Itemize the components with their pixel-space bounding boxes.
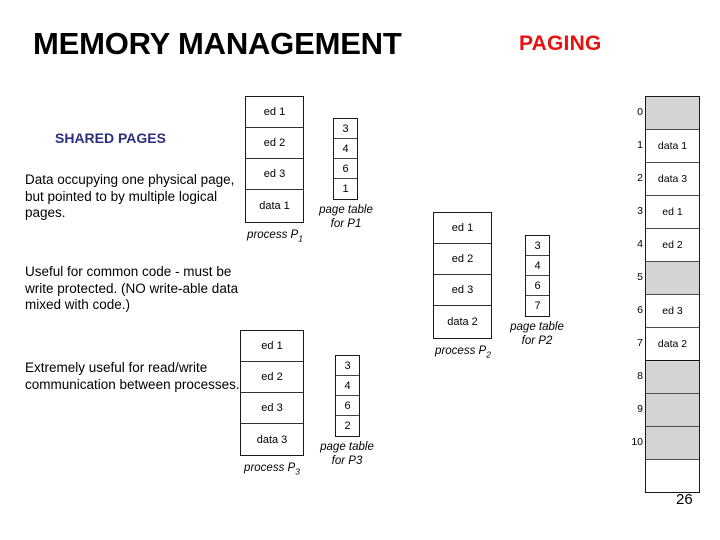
process-p3-page-0: ed 1 [241,331,303,362]
page-table-p2-caption-line2: for [521,335,536,347]
memory-index-2: 2 [637,172,643,184]
memory-index-8: 8 [637,370,643,382]
process-p1-page-3: data 1 [246,190,303,221]
memory-frame-1: data 1 [646,130,699,163]
process-p3-page-2: ed 3 [241,393,303,424]
page-table-p2-caption-line1: page table [510,321,564,333]
slide-page-number: 26 [676,491,693,508]
memory-frame-8 [646,361,699,394]
process-p2-page-3: data 2 [434,306,491,337]
memory-frame-2: data 3 [646,163,699,196]
page-table-p3: 3 4 6 2 [335,355,360,437]
page-subtitle: PAGING [519,32,602,55]
process-p3-pages: ed 1 ed 2 ed 3 data 3 [240,330,304,456]
notes-paragraph-1: Data occupying one physical page, but po… [25,172,235,220]
page-table-p3-caption-sub: 3 [355,455,363,467]
memory-index-5: 5 [637,271,643,283]
page-table-p3-entry-3: 2 [336,416,359,436]
memory-index-3: 3 [637,205,643,217]
page-table-p2-caption-sub: 2 [545,335,553,347]
page-table-p2-entry-3: 7 [526,296,549,316]
memory-index-6: 6 [637,304,643,316]
process-p3-caption-sub: 3 [295,466,300,477]
page-table-p3-entry-0: 3 [336,356,359,376]
memory-index-9: 9 [637,403,643,415]
page-title: MEMORY MANAGEMENT [33,26,402,61]
process-p2-page-1: ed 2 [434,244,491,275]
page-table-p1-caption: page table for P1 [310,203,382,231]
page-table-p3-caption-line1: page table [320,441,374,453]
page-table-p2-caption: page table for P2 [501,320,573,348]
process-p2-caption: process P2 [435,345,491,360]
process-p2-page-2: ed 3 [434,275,491,306]
notes-paragraph-2: Useful for common code - must be write p… [25,264,239,312]
memory-index-0: 0 [637,106,643,118]
process-p2-caption-text: process [435,345,476,357]
memory-index-1: 1 [637,139,643,151]
process-p1-page-1: ed 2 [246,128,303,159]
notes-paragraph-3: Extremely useful for read/write communic… [25,360,240,392]
page-table-p3-entry-2: 6 [336,396,359,416]
page-table-p2-entry-0: 3 [526,236,549,256]
process-p2-pages: ed 1 ed 2 ed 3 data 2 [433,212,492,339]
memory-frame-10 [646,427,699,460]
memory-frame-7: data 2 [646,328,699,361]
page-table-p2: 3 4 6 7 [525,235,550,317]
memory-frame-3: ed 1 [646,196,699,229]
process-p1-caption: process P1 [247,229,303,244]
process-p2-caption-sub: 2 [486,349,491,360]
page-table-p3-caption-line2: for [331,455,346,467]
process-p3-caption: process P3 [244,462,300,477]
memory-index-4: 4 [637,238,643,250]
physical-memory-frames: data 1 data 3 ed 1 ed 2 ed 3 data 2 [645,96,700,493]
page-table-p1-caption-line1: page table [319,204,373,216]
page-table-p1-entry-2: 6 [334,159,357,179]
process-p3-page-3: data 3 [241,424,303,455]
page-table-p1-caption-line2: for [330,218,345,230]
page-table-p1-entry-0: 3 [334,119,357,139]
memory-index-7: 7 [637,337,643,349]
shared-pages-heading: SHARED PAGES [55,130,166,146]
process-p3-caption-text: process [244,462,285,474]
page-table-p1-entry-3: 1 [334,179,357,199]
process-p3-page-1: ed 2 [241,362,303,393]
memory-index-10: 10 [631,436,643,448]
memory-frame-0 [646,97,699,130]
process-p1-caption-sub: 1 [298,233,303,244]
page-table-p2-entry-2: 6 [526,276,549,296]
memory-frame-5 [646,262,699,295]
process-p1-page-2: ed 3 [246,159,303,190]
page-table-p3-caption: page table for P3 [311,440,383,468]
process-p1-pages: ed 1 ed 2 ed 3 data 1 [245,96,304,223]
page-table-p1-entry-1: 4 [334,139,357,159]
process-p2-page-0: ed 1 [434,213,491,244]
memory-frame-tail [646,460,699,493]
process-p1-caption-text: process [247,229,288,241]
page-table-p1-caption-sub: 1 [354,218,362,230]
memory-frame-9 [646,394,699,427]
page-table-p1: 3 4 6 1 [333,118,358,200]
memory-frame-4: ed 2 [646,229,699,262]
page-table-p2-entry-1: 4 [526,256,549,276]
page-table-p3-entry-1: 4 [336,376,359,396]
process-p1-page-0: ed 1 [246,97,303,128]
memory-frame-6: ed 3 [646,295,699,328]
